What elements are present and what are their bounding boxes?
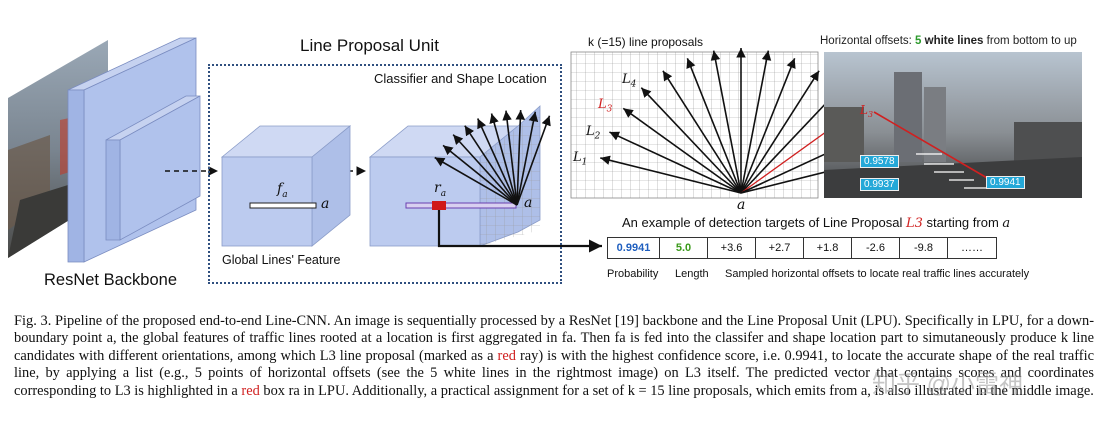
right-image-title: Horizontal offsets: 5 white lines from b… [820,35,1077,47]
line-label-l4: L4 [622,72,637,90]
vector-ellipsis-cell: …… [961,242,983,254]
proposal-ray [609,131,742,194]
offsets-label: Sampled horizontal offsets to locate rea… [725,268,1030,280]
vector-offset-cell: -9.8 [900,238,948,258]
lpu-title: Line Proposal Unit [300,36,439,55]
a-label-classifier: a [524,195,533,211]
probability-label: Probability [607,268,659,280]
vector-offset-cell: +1.8 [804,238,852,258]
proposal-ray [622,107,742,194]
proposal-ray [442,144,518,206]
line-label-l2: L2 [586,124,601,142]
a-label-grid: a [737,197,746,213]
fa-label: fa [277,181,288,200]
a-label-feature: a [321,196,330,212]
resnet-backbone-slabs [67,37,201,263]
proposal-ray [600,155,742,194]
proposal-ray [476,118,518,206]
proposal-ray [434,156,518,206]
figure-graphics [8,37,882,263]
proposal-ray [516,115,551,206]
line-label-l3: L3 [598,97,613,115]
proposal-ray [502,110,518,206]
proposal-ray [686,57,742,194]
score-badge-2: 0.9937 [860,178,899,191]
vector-length-cell: 5.0 [660,238,708,258]
score-badge-3: 0.9941 [986,176,1025,189]
proposal-ray [662,70,742,194]
watermark: 知乎 @小雷神 [872,371,1024,398]
proposal-ray [740,50,772,194]
vector-offset-cell: +2.7 [756,238,804,258]
length-label: Length [675,268,709,280]
proposal-ray [740,57,796,194]
figure-caption: Fig. 3. Pipeline of the proposed end-to-… [14,313,1094,399]
proposal-ray [740,70,820,194]
proposal-ray [464,125,518,206]
line-proposal-grid [570,51,819,199]
classifier-proposal-rays [434,110,551,206]
global-lines-feature-label: Global Lines' Feature [222,253,341,267]
resnet-backbone-label: ResNet Backbone [44,271,177,289]
line-label-l1: L1 [573,150,588,168]
line-proposals-title: k (=15) line proposals [588,35,704,49]
prediction-vector: 0.9941 5.0 +3.6 +2.7 +1.8 -2.6 -9.8 …… [607,237,997,259]
global-feature-cube [220,125,352,247]
proposal-ray [489,113,518,206]
vector-offset-cell: +3.6 [708,238,756,258]
ra-label: ra [434,180,447,199]
connector-ra-to-vector [437,210,602,253]
classifier-title: Classifier and Shape Location [374,71,547,86]
score-badge-1: 0.9578 [860,155,899,168]
proposal-ray [516,111,539,206]
lpu-dotted-box [208,64,562,284]
example-title: An example of detection targets of Line … [622,215,1011,231]
vector-offset-cell: -2.6 [852,238,900,258]
proposal-ray [452,134,518,206]
vector-probability-cell: 0.9941 [608,238,660,258]
proposal-ray [640,87,742,194]
proposal-ray [710,50,742,194]
detection-result-image: L3 0.9578 0.9937 0.9941 [824,52,1082,198]
ra-red-box [432,201,446,210]
proposal-ray [515,110,526,206]
